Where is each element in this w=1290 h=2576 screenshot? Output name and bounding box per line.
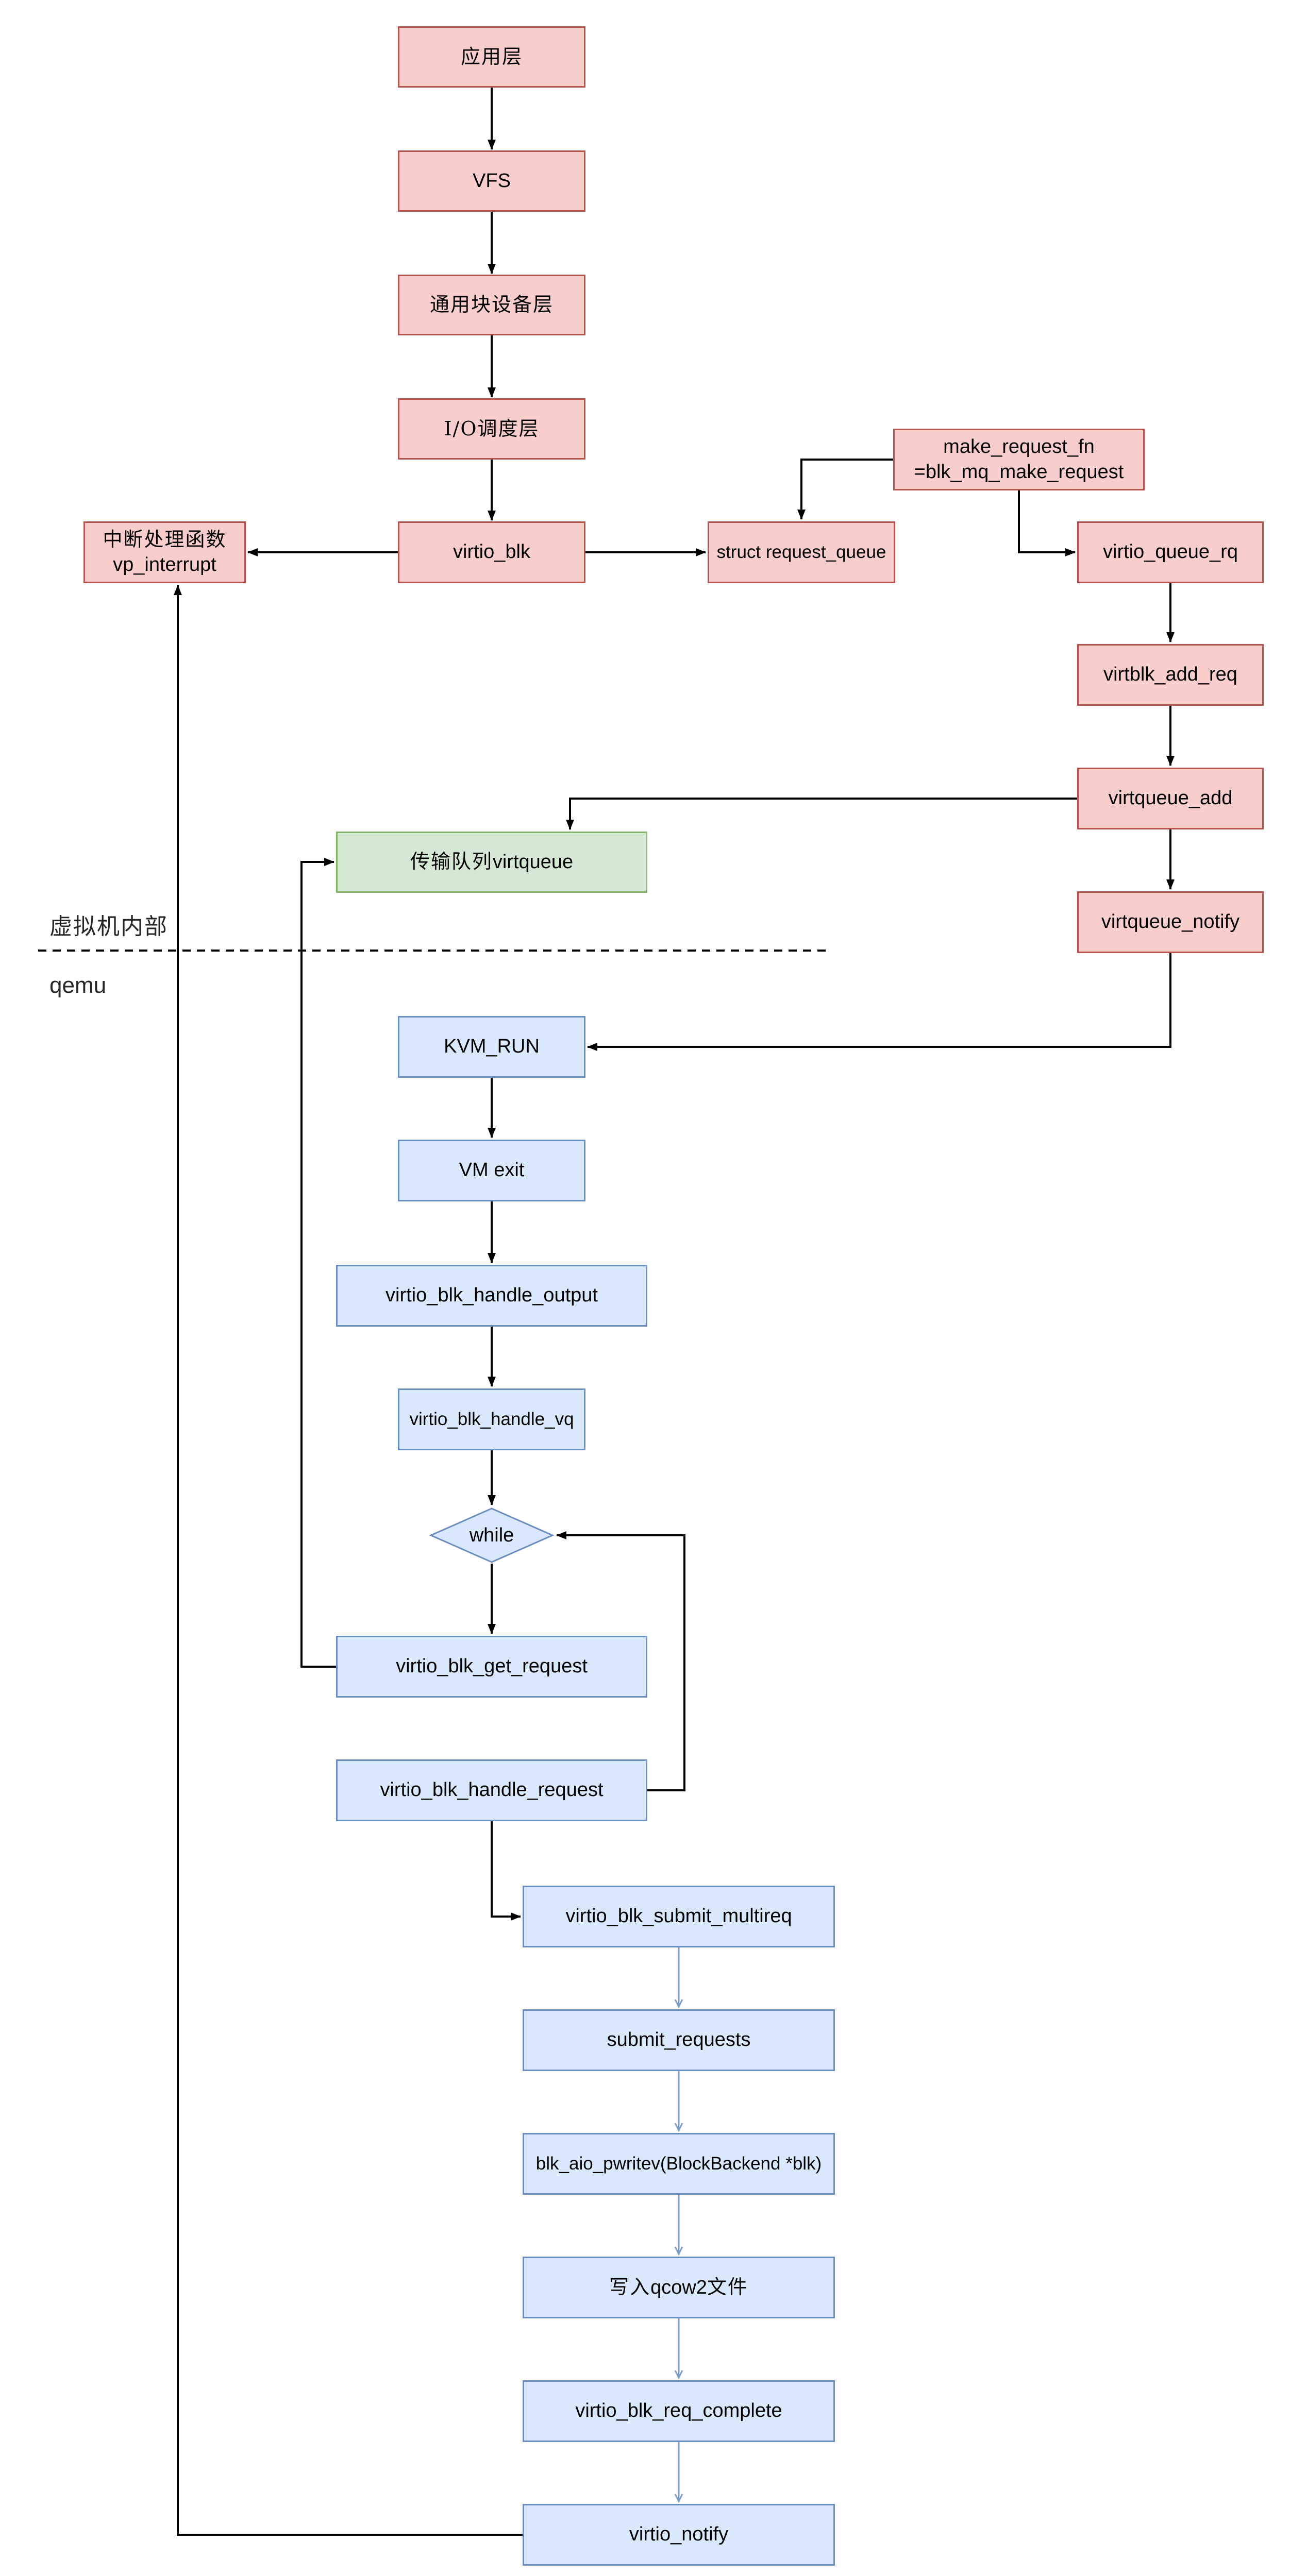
node-label: virtqueue_add	[1108, 787, 1233, 809]
node-virtio-blk-handle-request: virtio_blk_handle_request	[336, 1759, 647, 1821]
node-label-en: virtqueue	[492, 851, 574, 873]
edge-virtqueuenotify-kvmrun	[587, 953, 1171, 1051]
node-label: virtio_blk_handle_output	[386, 1284, 598, 1307]
node-vm-exit: VM exit	[398, 1140, 585, 1201]
node-virtio-notify: virtio_notify	[523, 2504, 835, 2566]
node-label: virtqueue_notify	[1101, 911, 1240, 933]
node-label-part3: 文件	[707, 2275, 748, 2298]
node-app-layer: 应用层	[398, 26, 585, 88]
node-label-line1: 中断处理函数	[103, 528, 227, 551]
node-virtio-blk-submit-multireq: virtio_blk_submit_multireq	[523, 1886, 835, 1947]
node-label: VFS	[473, 170, 511, 192]
node-blk-aio-pwritev: blk_aio_pwritev(BlockBackend *blk)	[523, 2133, 835, 2195]
node-label: 写入qcow2文件	[609, 2275, 748, 2300]
node-virtio-blk: virtio_blk	[398, 521, 585, 583]
node-label: 应用层	[460, 45, 523, 68]
node-label: while	[469, 1524, 514, 1546]
node-virtblk-add-req: virtblk_add_req	[1077, 644, 1264, 706]
region-label-guest: 虚拟机内部	[49, 913, 168, 940]
node-virtio-blk-handle-vq: virtio_blk_handle_vq	[398, 1388, 585, 1450]
node-label: virtio_blk_handle_vq	[409, 1409, 574, 1430]
node-kvm-run: KVM_RUN	[398, 1016, 585, 1078]
edge-getrequest-virtqueue	[300, 858, 336, 1668]
node-generic-block-layer: 通用块设备层	[398, 275, 585, 335]
region-label-qemu: qemu	[49, 973, 107, 998]
node-label-line2: vp_interrupt	[113, 554, 216, 575]
node-struct-request-queue: struct request_queue	[708, 521, 895, 583]
node-while-decision: while	[429, 1507, 555, 1564]
node-submit-requests: submit_requests	[523, 2009, 835, 2071]
node-label: I/O调度层	[444, 417, 540, 440]
node-write-qcow2-file: 写入qcow2文件	[523, 2257, 835, 2318]
node-virtqueue: 传输队列virtqueue	[336, 832, 647, 893]
node-label: virtio_queue_rq	[1103, 541, 1238, 563]
node-label-part1: 写入	[609, 2275, 651, 2298]
node-label-line2: =blk_mq_make_request	[914, 461, 1124, 483]
node-virtqueue-notify: virtqueue_notify	[1077, 891, 1264, 953]
node-label: virtio_blk_handle_request	[380, 1779, 604, 1801]
node-label: KVM_RUN	[444, 1036, 540, 1058]
node-virtio-blk-handle-output: virtio_blk_handle_output	[336, 1265, 647, 1327]
node-label: virtio_blk_req_complete	[575, 2400, 782, 2422]
edge-virtqueueadd-virtqueue	[566, 798, 1077, 830]
edge-makerequestfn-virtioqueuerq	[1018, 490, 1076, 556]
node-vfs: VFS	[398, 150, 585, 212]
node-label: VM exit	[459, 1159, 525, 1181]
edge-handlerequest-submitmultireq	[491, 1821, 521, 1921]
node-label: struct request_queue	[716, 542, 886, 563]
node-label: submit_requests	[607, 2029, 751, 2051]
node-label: 传输队列virtqueue	[410, 849, 573, 875]
node-label-line1: make_request_fn	[943, 435, 1095, 457]
node-virtio-blk-req-complete: virtio_blk_req_complete	[523, 2380, 835, 2442]
edge-makerequestfn-requestqueue	[797, 459, 893, 520]
node-label: 通用块设备层	[429, 293, 554, 316]
node-vp-interrupt: 中断处理函数 vp_interrupt	[83, 521, 246, 583]
node-label: virtblk_add_req	[1103, 664, 1237, 686]
node-label: virtio_blk_submit_multireq	[565, 1905, 792, 1927]
node-label: virtio_notify	[629, 2523, 729, 2546]
node-label-part2: qcow2	[650, 2276, 707, 2298]
node-virtio-blk-get-request: virtio_blk_get_request	[336, 1636, 647, 1698]
node-virtio-queue-rq: virtio_queue_rq	[1077, 521, 1264, 583]
node-label: virtio_blk	[453, 541, 530, 563]
node-io-scheduler-layer: I/O调度层	[398, 398, 585, 460]
diamond-shape	[429, 1507, 555, 1563]
node-virtqueue-add: virtqueue_add	[1077, 768, 1264, 829]
node-label: blk_aio_pwritev(BlockBackend *blk)	[535, 2154, 822, 2174]
node-make-request-fn: make_request_fn =blk_mq_make_request	[893, 429, 1145, 490]
node-label-zh: 传输队列	[410, 850, 493, 873]
node-label: virtio_blk_get_request	[396, 1655, 588, 1677]
